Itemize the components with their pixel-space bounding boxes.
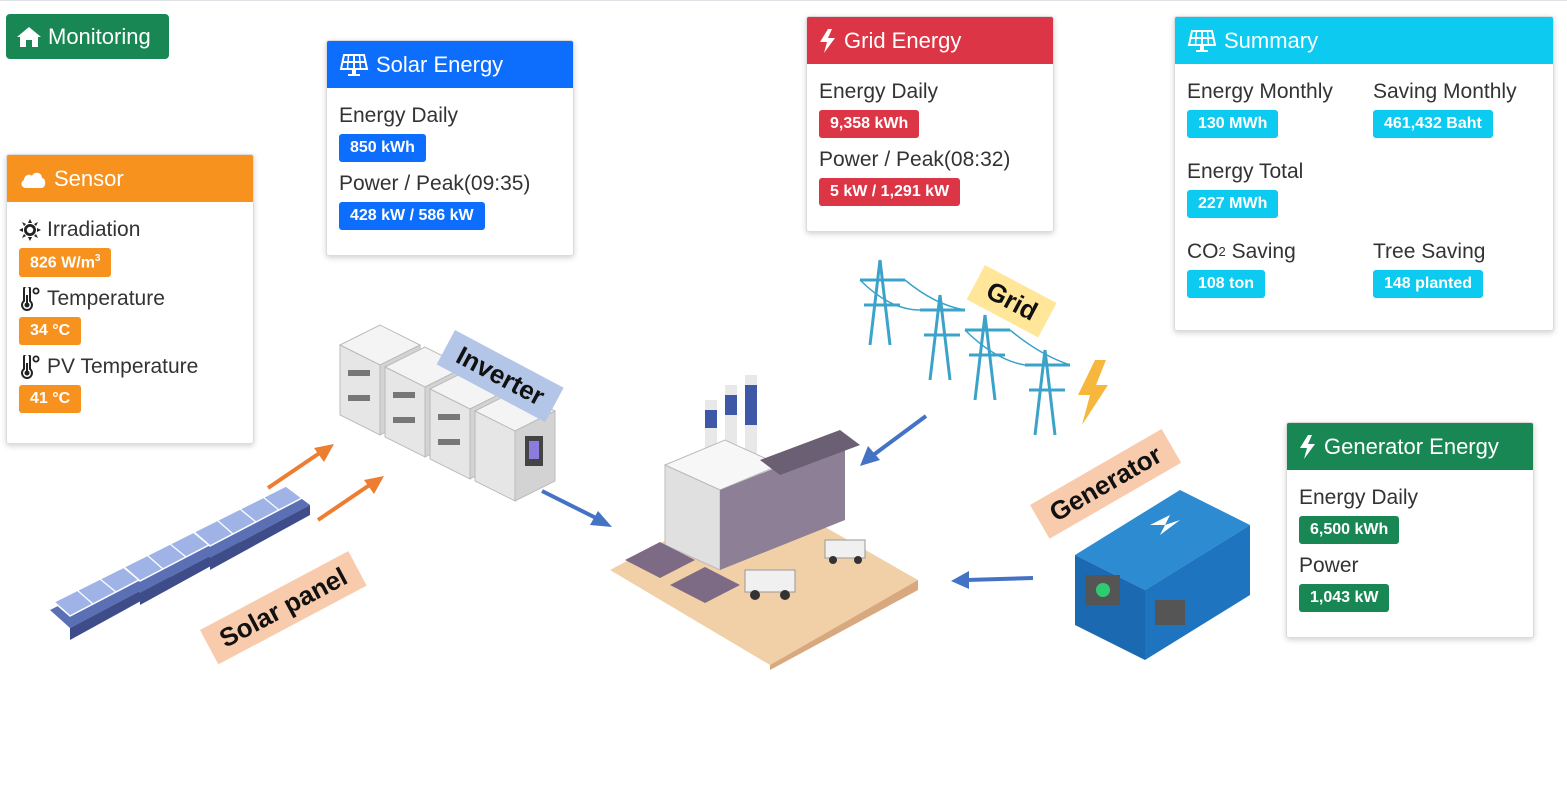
solar-card-header: Solar Energy (327, 41, 573, 88)
flow-arrow-generator-to-factory (951, 571, 1034, 589)
top-divider (0, 0, 1567, 1)
summary-card-header: Summary (1175, 17, 1553, 64)
solar-power-label: Power / Peak(09:35) (339, 172, 531, 195)
flow-arrow-inverter-to-factory (541, 489, 612, 527)
summary-tree-saving: Tree Saving 148 planted (1373, 230, 1485, 298)
generator-energy-daily-label: Energy Daily (1299, 486, 1419, 509)
monitoring-button[interactable]: Monitoring (6, 14, 169, 59)
inverter-illustration (338, 324, 557, 502)
flow-arrow-grid-to-factory (860, 414, 928, 466)
solar-power-value: 428 kW / 586 kW (339, 202, 485, 230)
summary-energy-total-value: 227 MWh (1187, 190, 1279, 218)
generator-energy-card: Generator Energy Energy Daily 6,500 kWh … (1286, 422, 1534, 638)
irradiation-value: 826 W/m (30, 254, 95, 272)
thermometer-icon (21, 355, 40, 380)
grid-energy-card: Grid Energy Energy Daily 9,358 kWh Power… (806, 16, 1054, 232)
grid-title: Grid Energy (844, 27, 962, 53)
generator-energy-daily-value: 6,500 kWh (1299, 516, 1400, 544)
pv-temperature-value: 41 °C (19, 385, 82, 414)
home-icon (17, 26, 41, 47)
summary-energy-total: Energy Total 227 MWh (1187, 150, 1303, 218)
generator-card-header: Generator Energy (1287, 423, 1533, 470)
generator-power-value: 1,043 kW (1299, 584, 1390, 612)
co2-label-post: Saving (1225, 240, 1296, 263)
summary-saving-monthly-label: Saving Monthly (1373, 80, 1517, 103)
solar-energy-card: Solar Energy Energy Daily 850 kWh Power … (326, 40, 574, 256)
solar-panel-array-illustration (50, 485, 310, 640)
temperature-value: 34 °C (19, 317, 82, 346)
co2-label-sub: 2 (1218, 244, 1226, 259)
flow-arrow-solar-to-inverter-1 (266, 444, 334, 490)
sensor-card: Sensor Irradiation 826 W/m3 (6, 154, 254, 444)
summary-energy-monthly: Energy Monthly 130 MWh (1187, 70, 1333, 138)
summary-tree-value: 148 planted (1373, 270, 1484, 298)
solar-panel-icon (1187, 29, 1217, 52)
irradiation-unit-sup: 3 (94, 253, 101, 264)
grid-card-header: Grid Energy (807, 17, 1053, 64)
power-grid-tower-illustration (859, 259, 1108, 436)
flow-arrow-solar-to-inverter-2 (316, 476, 384, 522)
thermometer-icon (21, 287, 40, 312)
sensor-card-header: Sensor (7, 155, 253, 202)
solar-energy-daily-value: 850 kWh (339, 134, 426, 162)
summary-energy-monthly-label: Energy Monthly (1187, 80, 1333, 103)
temperature-label-row: Temperature (19, 285, 241, 313)
solar-title: Solar Energy (376, 51, 504, 77)
cloud-icon (21, 172, 46, 188)
co2-label-pre: CO (1187, 240, 1219, 263)
monitoring-button-label: Monitoring (48, 23, 151, 49)
bolt-icon (820, 28, 835, 53)
summary-card: Summary Energy Monthly 130 MWh Saving Mo… (1174, 16, 1554, 331)
summary-saving-monthly: Saving Monthly 461,432 Baht (1373, 70, 1517, 138)
generator-power-label: Power (1299, 554, 1359, 577)
summary-energy-monthly-value: 130 MWh (1187, 110, 1279, 138)
solar-panel-icon (339, 53, 369, 76)
bolt-icon (1300, 434, 1315, 459)
irradiation-label: Irradiation (47, 218, 141, 241)
pv-temperature-label-row: PV Temperature (19, 353, 241, 381)
summary-title: Summary (1224, 27, 1319, 53)
summary-co2-value: 108 ton (1187, 270, 1266, 298)
summary-saving-monthly-value: 461,432 Baht (1373, 110, 1493, 138)
solar-energy-daily-label: Energy Daily (339, 104, 459, 127)
summary-tree-label: Tree Saving (1373, 240, 1486, 263)
grid-power-label: Power / Peak(08:32) (819, 148, 1011, 171)
grid-power-value: 5 kW / 1,291 kW (819, 178, 961, 206)
generator-illustration (1075, 490, 1250, 660)
sensor-title: Sensor (54, 165, 124, 191)
grid-energy-daily-label: Energy Daily (819, 80, 939, 103)
sun-icon (19, 219, 41, 241)
factory-illustration (610, 375, 918, 670)
irradiation-label-row: Irradiation (19, 216, 241, 244)
summary-energy-total-label: Energy Total (1187, 160, 1304, 183)
irradiation-value-badge: 826 W/m3 (19, 248, 112, 278)
grid-energy-daily-value: 9,358 kWh (819, 110, 920, 138)
pv-temperature-label: PV Temperature (47, 355, 199, 379)
generator-title: Generator Energy (1324, 433, 1499, 459)
temperature-label: Temperature (47, 287, 165, 311)
